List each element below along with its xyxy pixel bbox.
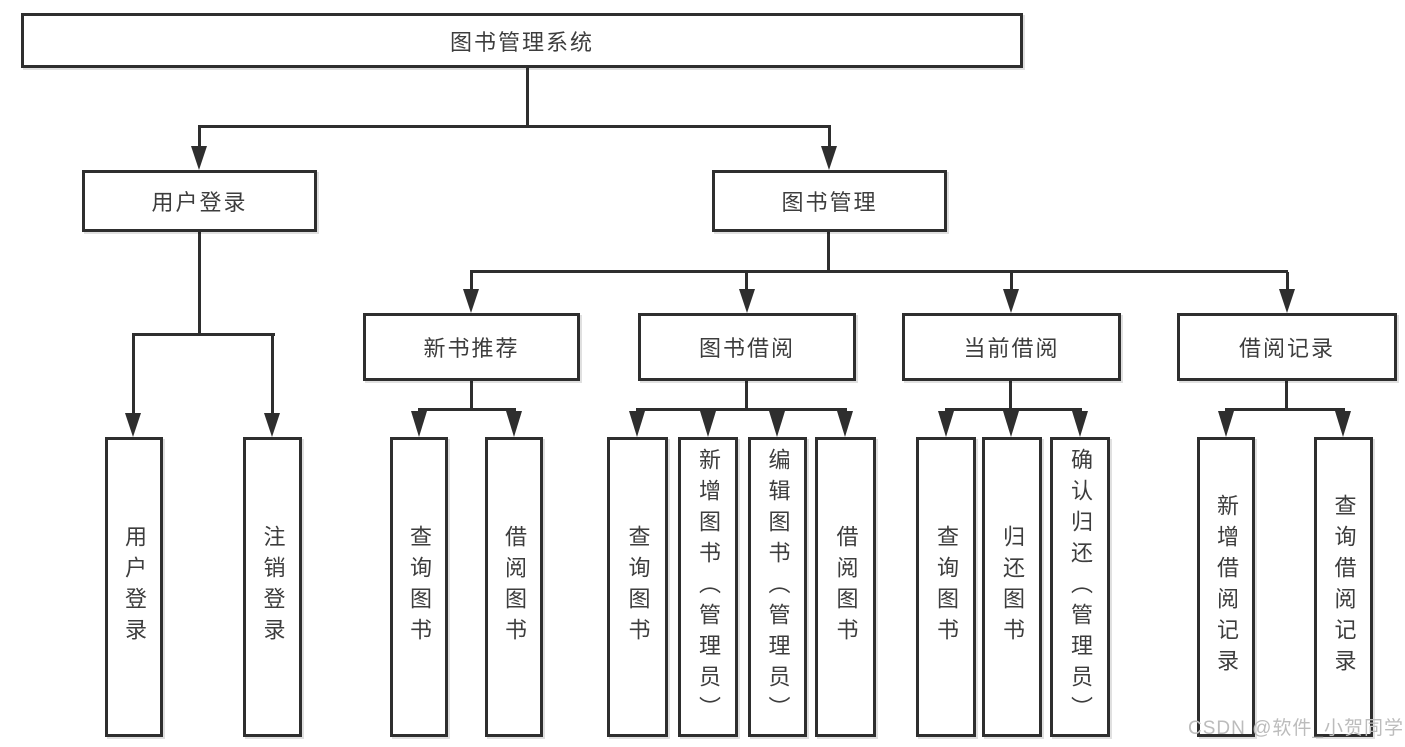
node-label: 注销登录 (260, 525, 286, 649)
connector-current-borrow-bar (945, 408, 1082, 411)
node-label: 编辑图书（管理员） (765, 447, 791, 727)
csdn-watermark: CSDN @软件_小贺同学 (1188, 718, 1404, 739)
node-root: 图书管理系统 (21, 13, 1023, 68)
node-label: 查询借阅记录 (1331, 494, 1357, 680)
connector-new-book-trunk (470, 381, 473, 410)
connector-borrow-records-bar (1225, 408, 1345, 411)
node-leaf-confirm-return-admin: 确认归还（管理员） (1050, 437, 1110, 737)
connector-current-borrow-trunk (1009, 381, 1012, 410)
node-leaf-user-login: 用户登录 (105, 437, 163, 737)
connector-root-bar (198, 125, 831, 128)
connector-stub-leaf-user-login (132, 335, 135, 415)
arrowhead-down-icon (1279, 289, 1295, 313)
node-leaf-borrow-book-1: 借阅图书 (485, 437, 543, 737)
node-leaf-add-borrow-record: 新增借阅记录 (1197, 437, 1255, 737)
node-label: 新增借阅记录 (1214, 494, 1239, 680)
node-label: 归还图书 (1000, 525, 1025, 649)
connector-stub-leaf-logout (271, 335, 274, 415)
connector-stub-book-management (828, 127, 831, 147)
arrowhead-down-icon (191, 146, 207, 170)
connector-book-borrow-bar (636, 408, 847, 411)
node-leaf-query-book-3: 查询图书 (916, 437, 976, 737)
node-leaf-query-book-1: 查询图书 (390, 437, 448, 737)
connector-new-book-bar (418, 408, 516, 411)
connector-root-trunk (526, 68, 529, 127)
connector-book-management-trunk (827, 232, 830, 272)
node-label: 查询图书 (934, 525, 959, 649)
arrowhead-down-icon (1003, 411, 1019, 437)
arrowhead-down-icon (629, 411, 645, 437)
arrowhead-down-icon (769, 411, 785, 437)
node-label: 用户登录 (122, 525, 147, 649)
arrowhead-down-icon (125, 413, 141, 437)
connector-book-borrow-trunk (745, 381, 748, 410)
connector-stub-borrow-records (1286, 272, 1289, 290)
arrowhead-down-icon (506, 411, 522, 437)
node-leaf-add-book-admin: 新增图书（管理员） (678, 437, 738, 737)
arrowhead-down-icon (1335, 411, 1351, 437)
node-label: 新增图书（管理员） (696, 447, 721, 727)
node-leaf-return-book: 归还图书 (982, 437, 1042, 737)
node-leaf-query-book-2: 查询图书 (607, 437, 668, 737)
connector-user-login-bar (132, 333, 275, 336)
node-book-management: 图书管理 (712, 170, 947, 232)
connector-stub-new-book (470, 272, 473, 290)
node-label: 图书借阅 (698, 336, 795, 361)
arrowhead-down-icon (700, 411, 716, 437)
node-leaf-query-borrow-record: 查询借阅记录 (1314, 437, 1373, 737)
node-leaf-borrow-book-2: 借阅图书 (815, 437, 876, 737)
arrowhead-down-icon (837, 411, 853, 437)
arrowhead-down-icon (821, 146, 837, 170)
node-new-book-recommend: 新书推荐 (363, 313, 580, 381)
connector-borrow-records-trunk (1285, 381, 1288, 410)
node-user-login: 用户登录 (82, 170, 317, 232)
node-label: 借阅图书 (833, 525, 859, 649)
arrowhead-down-icon (1072, 411, 1088, 437)
node-label: 新书推荐 (423, 336, 520, 361)
arrowhead-down-icon (264, 413, 280, 437)
connector-stub-current-borrow (1010, 272, 1013, 290)
connector-user-login-trunk (198, 232, 201, 335)
arrowhead-down-icon (1003, 289, 1019, 313)
arrowhead-down-icon (739, 289, 755, 313)
arrowhead-down-icon (938, 411, 954, 437)
node-label: 用户登录 (151, 190, 248, 215)
arrowhead-down-icon (411, 411, 427, 437)
node-label: 确认归还（管理员） (1068, 447, 1093, 727)
connector-book-management-bar (470, 270, 1288, 273)
node-label: 当前借阅 (963, 336, 1060, 361)
node-leaf-logout: 注销登录 (243, 437, 302, 737)
arrowhead-down-icon (463, 289, 479, 313)
node-borrow-records: 借阅记录 (1177, 313, 1397, 381)
node-leaf-edit-book-admin: 编辑图书（管理员） (748, 437, 807, 737)
node-label: 查询图书 (407, 525, 432, 649)
node-label: 图书管理 (781, 190, 878, 215)
node-label: 图书管理系统 (449, 29, 594, 55)
connector-stub-user-login (198, 127, 201, 147)
arrowhead-down-icon (1218, 411, 1234, 437)
node-book-borrow: 图书借阅 (638, 313, 856, 381)
node-current-borrow: 当前借阅 (902, 313, 1121, 381)
node-label: 借阅图书 (502, 525, 527, 649)
node-label: 查询图书 (625, 525, 651, 649)
node-label: 借阅记录 (1238, 336, 1335, 361)
connector-stub-book-borrow (745, 272, 748, 290)
